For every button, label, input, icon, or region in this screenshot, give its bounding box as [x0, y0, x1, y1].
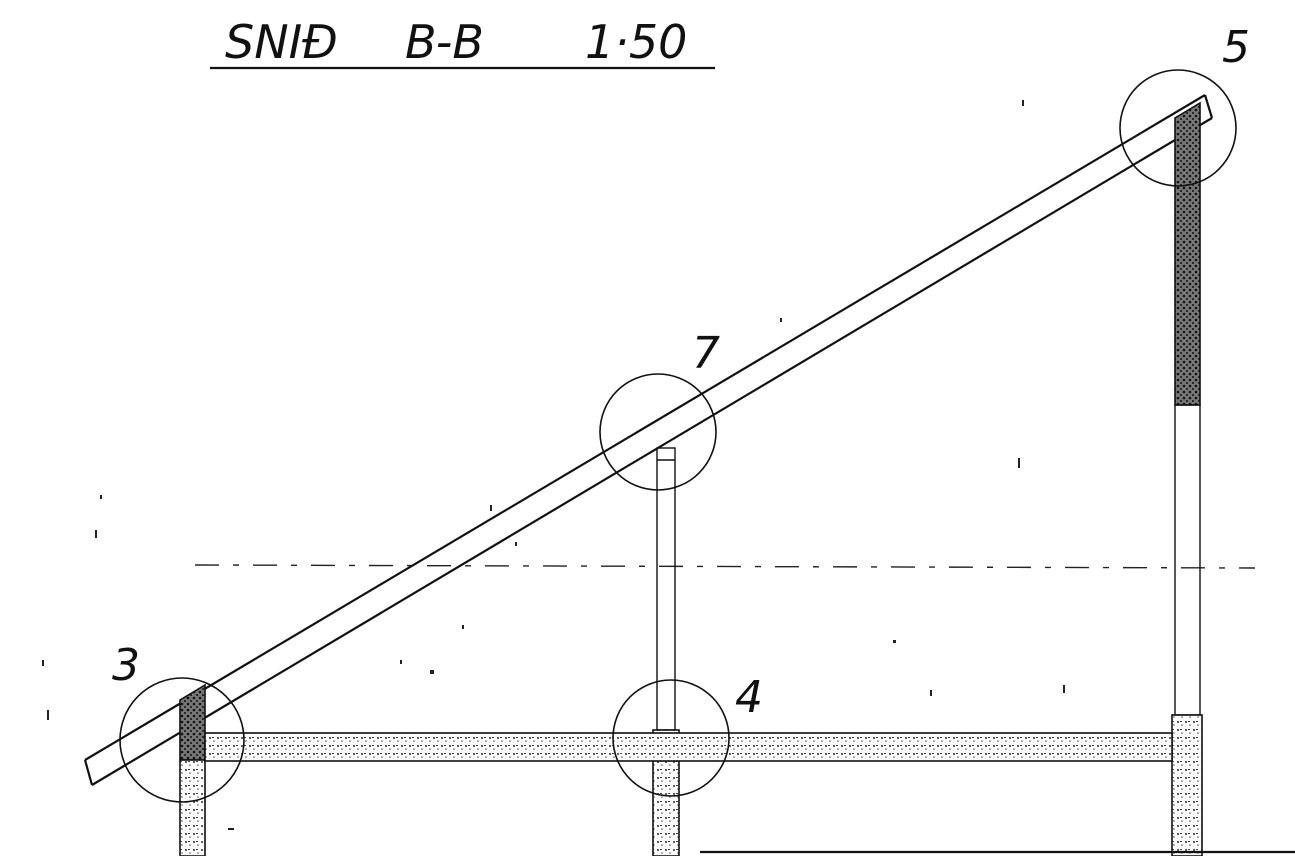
reference-dash-line: [194, 564, 1256, 569]
left-wall: [179, 683, 206, 856]
right-wall-base: [1171, 714, 1203, 856]
right-wall: [1171, 101, 1203, 856]
detail-7-callout: 7: [599, 328, 720, 491]
detail-4-callout: 4: [612, 672, 763, 797]
detail-3-label: 3: [112, 640, 140, 691]
left-wall-top: [179, 683, 206, 761]
right-wall-light: [1174, 404, 1201, 716]
title-name: SNIĐ: [225, 15, 338, 69]
roof-bottom-line: [91, 117, 1213, 786]
title-section: B-B: [405, 15, 484, 69]
detail-5-callout: 5: [1119, 22, 1250, 187]
detail-5-circle: [1119, 69, 1237, 187]
roof-left-end: [83, 759, 94, 786]
drawing-title: SNIĐ B-B 1·50: [210, 15, 715, 70]
roof-slab: [83, 94, 1214, 786]
detail-7-label: 7: [692, 328, 720, 379]
detail-3-circle: [119, 677, 245, 803]
left-wall-base: [179, 759, 206, 856]
right-wall-dark: [1174, 101, 1201, 406]
scan-specks: [42, 100, 1065, 830]
detail-4-label: 4: [735, 672, 763, 723]
title-scale: 1·50: [585, 15, 687, 69]
roof-right-end: [1203, 94, 1214, 119]
detail-7-circle: [599, 373, 717, 491]
floor-slab: [204, 732, 1173, 762]
roof-top-line: [84, 94, 1206, 761]
floor-slab-body: [204, 732, 1173, 762]
detail-5-label: 5: [1222, 22, 1250, 73]
detail-4-circle: [612, 679, 730, 797]
detail-3-callout: 3: [112, 640, 245, 803]
